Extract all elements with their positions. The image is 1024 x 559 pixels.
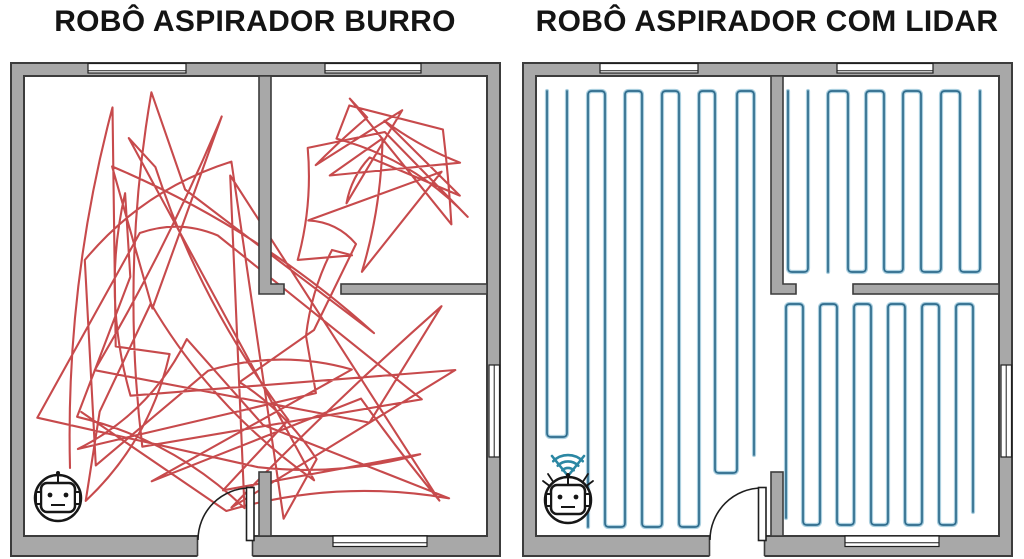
left-panel-title: ROBÔ ASPIRADOR BURRO xyxy=(54,5,456,38)
window-top-right xyxy=(836,62,934,74)
robot-lidar-icon xyxy=(542,453,594,525)
robot-antenna-tip xyxy=(566,473,570,477)
door-opening xyxy=(197,534,253,559)
door-swing-arc xyxy=(709,487,763,541)
lidar-signal-icon xyxy=(550,453,586,478)
interior-wall-horizontal xyxy=(852,283,1000,295)
window-top-left xyxy=(87,62,187,74)
robot-head xyxy=(549,483,587,516)
robot-head xyxy=(39,481,77,514)
interior-wall-horizontal xyxy=(340,283,488,295)
robot-antenna-tip xyxy=(56,471,60,475)
door-jamb-wall xyxy=(258,471,272,537)
window-bottom-wall xyxy=(844,535,940,548)
robot-ear-left xyxy=(545,493,552,507)
interior-wall-vertical xyxy=(770,75,797,295)
robot-icon xyxy=(33,471,83,523)
door-leaf xyxy=(757,486,767,542)
robot-eye-left xyxy=(47,492,53,498)
right-panel-title: ROBÔ ASPIRADOR COM LIDAR xyxy=(535,5,999,38)
window-bottom-wall xyxy=(332,535,428,548)
robot-eye-left xyxy=(557,494,563,500)
door-swing-arc xyxy=(197,487,251,541)
side-brushes-icon xyxy=(542,473,594,488)
lidar-path-halo-2 xyxy=(783,301,976,528)
lidar-path-1 xyxy=(787,90,981,273)
window-top-right xyxy=(324,62,422,74)
window-top-left xyxy=(599,62,699,74)
door-leaf xyxy=(245,486,255,542)
robot-eye-right xyxy=(573,494,579,500)
lidar-path-0 xyxy=(546,90,755,528)
door-opening xyxy=(709,534,765,559)
robot-ear-left xyxy=(35,491,42,505)
lidar-path-2 xyxy=(785,303,974,526)
robot-eye-right xyxy=(63,492,69,498)
lidar-floorplan xyxy=(522,62,1013,559)
chaotic-path xyxy=(36,91,469,520)
robot-ear-right xyxy=(74,491,81,505)
dumb-floorplan xyxy=(10,62,501,559)
interior-wall-vertical xyxy=(258,75,285,295)
door-jamb-wall xyxy=(770,471,784,537)
robot-ear-right xyxy=(584,493,591,507)
